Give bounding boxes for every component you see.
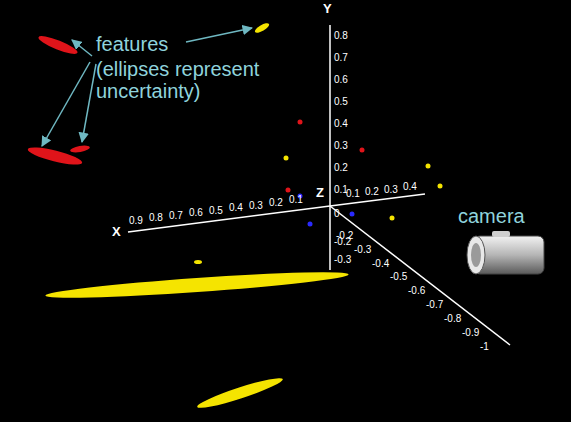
- feature-point: [426, 164, 431, 169]
- tick-label: -0.3: [334, 254, 351, 265]
- axis-name: Z: [316, 186, 324, 200]
- feature-point: [286, 188, 291, 193]
- tick-label: 0.3: [249, 200, 263, 211]
- tick-label: -1: [480, 341, 489, 352]
- feature-point: [308, 222, 313, 227]
- blue-features: [298, 194, 355, 227]
- feature-point: [438, 184, 443, 189]
- feature-ellipse: [194, 260, 202, 264]
- y-axis: [329, 25, 331, 270]
- tick-label: 0.1: [289, 194, 303, 205]
- tick-label: 0.6: [334, 74, 348, 85]
- feature-point: [350, 212, 355, 217]
- callout-text: (ellipses represent uncertainty): [96, 58, 281, 102]
- tick-label: -0.6: [408, 285, 425, 296]
- leader-arrow: [82, 64, 96, 142]
- tick-label: 0.5: [334, 96, 348, 107]
- yellow-features: [45, 21, 443, 412]
- tick-label: 0.5: [209, 205, 223, 216]
- feature-point: [360, 148, 365, 153]
- tick-label: 0.9: [129, 215, 143, 226]
- tick-label: -0.9: [462, 327, 479, 338]
- tick-label: 0.4: [403, 181, 417, 192]
- tick-label: -0.7: [426, 299, 443, 310]
- tick-label: -0.2: [336, 230, 353, 241]
- tick-label: -0.4: [372, 258, 389, 269]
- axis-name: Y: [323, 2, 332, 16]
- tick-label: 0.4: [334, 118, 348, 129]
- tick-label: 0.2: [365, 186, 379, 197]
- tick-label: 0.6: [189, 207, 203, 218]
- tick-label: 0.2: [334, 162, 348, 173]
- tick-label: 0.8: [149, 212, 163, 223]
- feature-ellipse: [254, 21, 271, 34]
- red-features: [27, 33, 365, 193]
- callout-text: camera: [458, 205, 525, 227]
- tick-label: 0.7: [334, 52, 348, 63]
- tick-label: 0.1: [334, 184, 348, 195]
- feature-point: [284, 156, 289, 161]
- tick-label: -0.8: [444, 313, 461, 324]
- tick-label: 0.8: [334, 30, 348, 41]
- tick-label: 0.7: [169, 210, 183, 221]
- leader-arrow: [186, 28, 252, 42]
- tick-label: 0.3: [384, 184, 398, 195]
- feature-ellipse: [196, 374, 285, 412]
- tick-label: -0.3: [354, 244, 371, 255]
- feature-point: [390, 216, 395, 221]
- tick-label: -0.5: [390, 271, 407, 282]
- leader-arrow: [72, 40, 92, 56]
- tick-label: 0.1: [346, 188, 360, 199]
- feature-ellipse: [37, 33, 79, 57]
- camera-icon: [467, 231, 544, 274]
- feature-ellipse: [70, 144, 91, 153]
- feature-ellipse: [45, 267, 349, 302]
- tick-label: 0.2: [269, 197, 283, 208]
- feature-point: [298, 120, 303, 125]
- tick-label: 0.4: [229, 202, 243, 213]
- tick-label: 0: [334, 208, 340, 219]
- axis-name: X: [112, 225, 121, 239]
- tick-label: 0.3: [334, 140, 348, 151]
- callout-text: features: [96, 33, 168, 55]
